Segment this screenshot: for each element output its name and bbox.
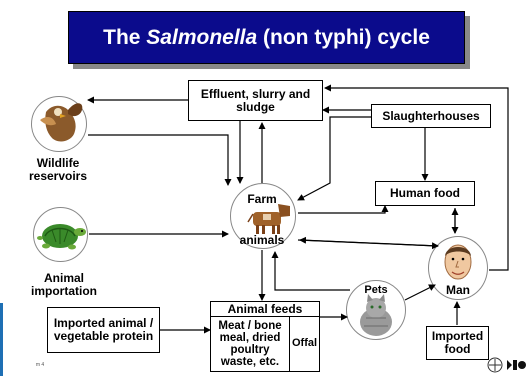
man-face-icon bbox=[445, 245, 471, 279]
arrow-slaughter-farm bbox=[298, 117, 371, 200]
effluent-box: Effluent, slurry and sludge bbox=[188, 80, 323, 121]
arrow-pets-to-farm bbox=[275, 252, 350, 290]
cow-icon bbox=[248, 204, 290, 234]
feed-detail-label: Meat / bone meal, dried poultry waste, e… bbox=[213, 320, 287, 368]
arrow-man-to-farm bbox=[300, 240, 438, 246]
footer-code: m 4 bbox=[30, 363, 50, 369]
feed-detail-box: Meat / bone meal, dried poultry waste, e… bbox=[210, 316, 290, 372]
eagle-icon bbox=[40, 103, 82, 141]
pets-label: Pets bbox=[356, 284, 396, 296]
offal-box: Offal bbox=[289, 316, 320, 372]
offal-label: Offal bbox=[292, 338, 317, 350]
arrow-pets-to-man bbox=[405, 285, 435, 300]
imported-protein-label: Imported animal / vegetable protein bbox=[52, 317, 155, 342]
farm-label-bottom: animals bbox=[234, 234, 290, 247]
man-label: Man bbox=[438, 284, 478, 297]
slaughterhouses-box: Slaughterhouses bbox=[371, 104, 491, 128]
animal-feeds-box: Animal feeds bbox=[210, 301, 320, 317]
wildlife-label: Wildlife reservoirs bbox=[18, 157, 98, 183]
animal-importation-label: Animal importation bbox=[20, 272, 108, 298]
human-food-label: Human food bbox=[390, 187, 460, 200]
who-emblem-icon bbox=[488, 358, 502, 372]
cat-icon bbox=[360, 294, 392, 336]
animal-feeds-label: Animal feeds bbox=[228, 303, 303, 316]
human-food-box: Human food bbox=[375, 181, 475, 206]
effluent-label: Effluent, slurry and sludge bbox=[193, 88, 318, 113]
imported-protein-box: Imported animal / vegetable protein bbox=[47, 307, 160, 353]
logo-mark-icon bbox=[507, 360, 526, 370]
turtle-icon bbox=[37, 224, 86, 250]
farm-label-top: Farm bbox=[240, 193, 284, 206]
arrow-farm-to-humanfood bbox=[298, 206, 385, 213]
arrow-wildlife-to-farm bbox=[88, 135, 228, 185]
imported-food-box: Imported food bbox=[426, 326, 489, 360]
slaughterhouses-label: Slaughterhouses bbox=[382, 110, 479, 123]
imported-food-label: Imported food bbox=[427, 330, 488, 355]
